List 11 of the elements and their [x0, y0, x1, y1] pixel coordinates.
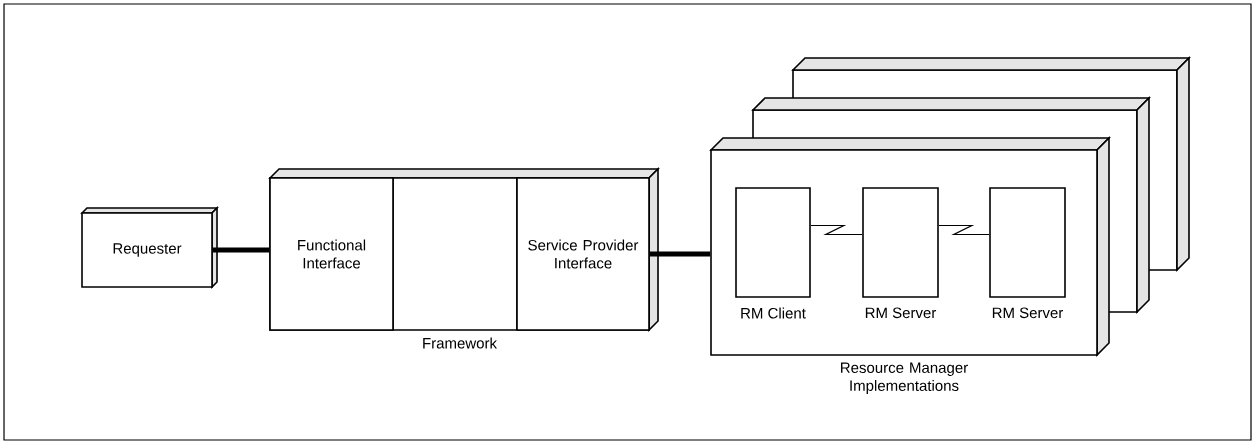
interface-column: Service Provider Interface	[516, 177, 650, 331]
box-caption: Resource Manager Implementations	[841, 362, 968, 394]
thick-connector	[212, 247, 270, 253]
zigzag-connector	[938, 224, 990, 236]
thick-connector	[649, 251, 711, 257]
component-label: RM Client	[741, 307, 806, 319]
interface-column: Functional Interface	[269, 177, 394, 331]
zigzag-connector	[810, 224, 863, 236]
component-label: RM Server	[992, 307, 1064, 319]
box-caption: Framework	[423, 337, 497, 349]
component-label: RM Server	[865, 307, 937, 319]
